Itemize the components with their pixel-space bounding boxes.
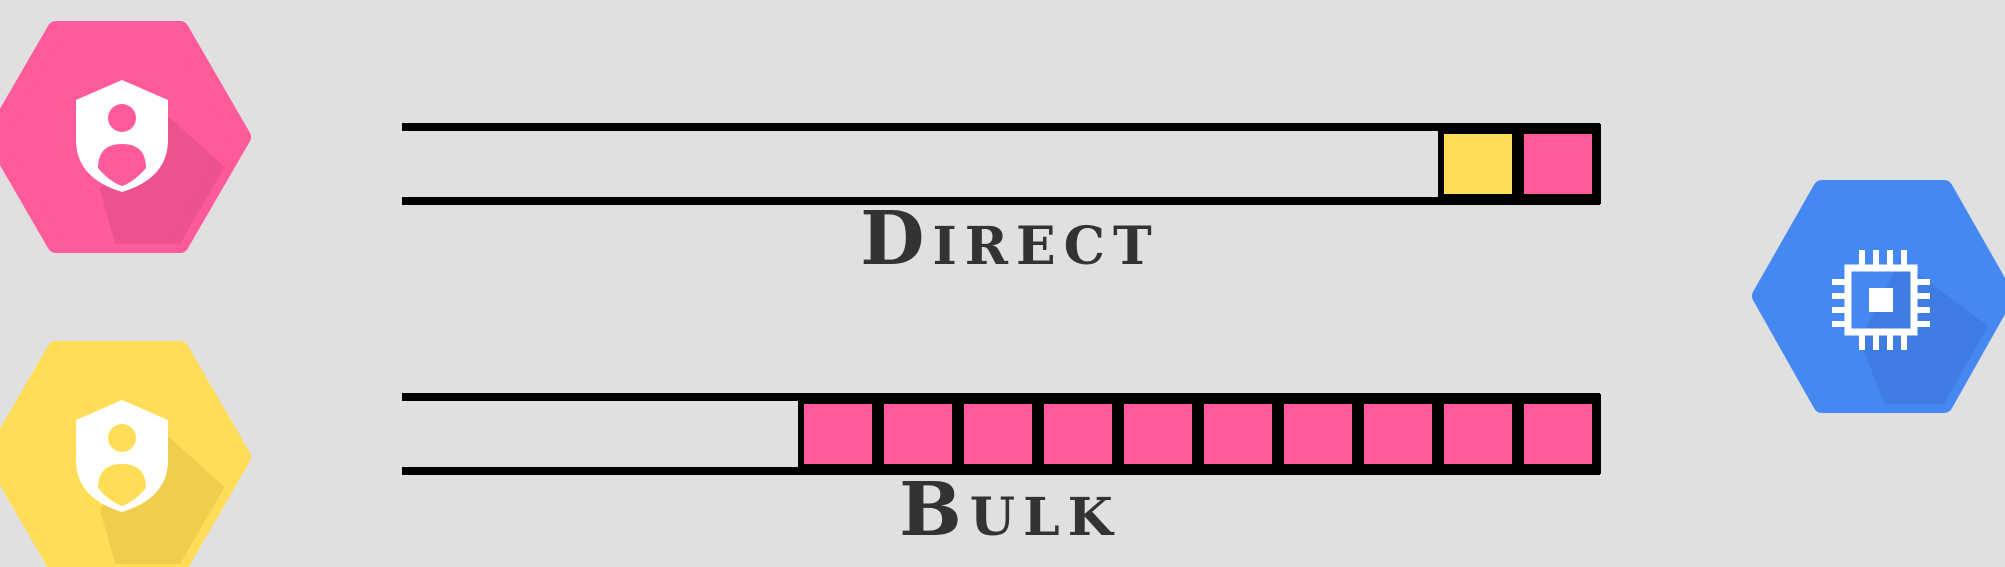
bulk-slot-pink bbox=[1278, 398, 1358, 470]
direct-slot-yellow bbox=[1438, 128, 1518, 200]
bulk-slot-pink bbox=[798, 398, 878, 470]
bulk-slot-pink bbox=[1198, 398, 1278, 470]
direct-queue-slots bbox=[1438, 128, 1598, 200]
bulk-slot-pink bbox=[1118, 398, 1198, 470]
bulk-slot-pink bbox=[1438, 398, 1518, 470]
yellow-user-shield-icon bbox=[0, 341, 251, 567]
bulk-slot-pink bbox=[958, 398, 1038, 470]
direct-label: Direct bbox=[860, 196, 1160, 282]
bulk-slot-pink bbox=[1518, 398, 1598, 470]
bulk-slot-pink bbox=[878, 398, 958, 470]
pink-user-shield-icon bbox=[0, 21, 251, 253]
direct-queue bbox=[402, 123, 1601, 205]
bulk-slot-pink bbox=[1358, 398, 1438, 470]
bulk-queue-slots bbox=[798, 398, 1598, 470]
compute-chip-icon bbox=[1752, 180, 2005, 413]
direct-slot-pink bbox=[1518, 128, 1598, 200]
bulk-queue bbox=[402, 393, 1601, 475]
bulk-slot-pink bbox=[1038, 398, 1118, 470]
bulk-label: Bulk bbox=[899, 467, 1121, 553]
